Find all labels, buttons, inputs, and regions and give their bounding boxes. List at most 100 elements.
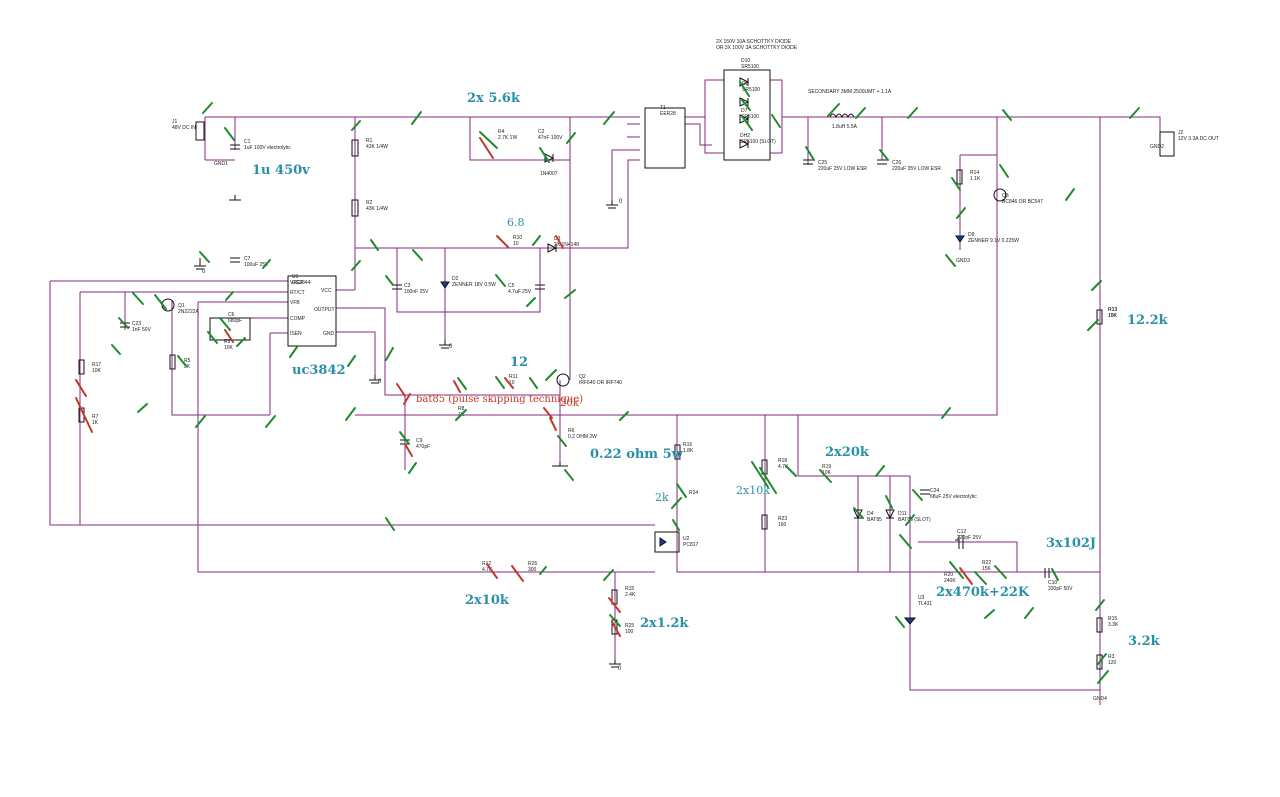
- header-line-1: 2X 150V 10A SCHOTTKY DIODE: [716, 39, 792, 45]
- component-label-line: R7: [92, 414, 99, 420]
- component-label-line: 100nF 25V: [404, 289, 429, 295]
- component-label-line: D2: [452, 276, 459, 282]
- component-label-line: J1: [172, 119, 178, 125]
- component-label-line: 120: [1108, 660, 1117, 666]
- component-label-line: R2: [366, 200, 373, 206]
- component-label-line: R14: [970, 170, 979, 176]
- annotation-2x10k-bottom: 2x10k: [465, 593, 510, 608]
- component-label-line: U1: [292, 274, 299, 280]
- component-label-line: 47nF 100V: [538, 135, 563, 141]
- component-label-line: C7: [244, 256, 251, 262]
- component-label-line: C6: [228, 312, 235, 318]
- component-label-line: R17: [92, 362, 101, 368]
- annotation-2k: 2k: [655, 491, 669, 504]
- ic-pin-label: RT/CT: [290, 290, 305, 296]
- component-label-line: SR5100: [741, 64, 759, 70]
- component-label-line: 2.7K 1W: [498, 135, 517, 141]
- component-label-line: BAT85: [867, 517, 882, 523]
- component-label-line: C1: [244, 139, 251, 145]
- component-label-line: R13: [1108, 307, 1117, 313]
- component-label-line: R11: [509, 374, 518, 380]
- ic-pin-label: COMP: [290, 316, 306, 322]
- component-label-line: R9: [224, 339, 231, 345]
- component-symbols: [78, 69, 1175, 670]
- component-label-line: R25: [625, 623, 634, 629]
- component-label-gnd4: GND4: [1093, 696, 1107, 702]
- component-label-l1: 1.8uH 5.5A: [832, 124, 858, 130]
- annotation-2x470k: 2x470k+22K: [936, 585, 1030, 600]
- component-label-line: Q1: [178, 303, 185, 309]
- component-label-gnd2: GND2: [1150, 144, 1164, 150]
- annotation-uc3842: uc3842: [292, 363, 346, 378]
- component-label-line: 220uF 25V LOW ESR: [818, 166, 867, 172]
- component-label-line: R5: [184, 358, 191, 364]
- component-label-line: 1nF 50V: [132, 327, 152, 333]
- component-label-line: 1K: [92, 420, 99, 426]
- component-label-line: 10: [513, 241, 519, 247]
- component-label-line: 300: [528, 567, 537, 573]
- component-label-line: C2: [538, 129, 545, 135]
- ic-pin-label: VCC: [321, 288, 332, 294]
- component-label-line: R13: [1108, 307, 1117, 313]
- component-label-line: 68uF 25V electrolytic: [930, 494, 977, 500]
- component-label-line: 100: [625, 629, 634, 635]
- ground-label: 0: [618, 666, 622, 672]
- component-label-line: J2: [1178, 130, 1184, 136]
- component-label-line: D11: [898, 511, 907, 517]
- component-label-gnd3: GND3: [956, 258, 970, 264]
- component-label-line: GND3: [956, 258, 970, 264]
- component-label-line: 48V DC IN: [172, 125, 196, 131]
- component-label-line: SR5100: [741, 114, 759, 120]
- component-label-line: EER28: [660, 111, 676, 117]
- component-label-line: C25: [818, 160, 827, 166]
- component-label-line: 1.1K: [970, 176, 981, 182]
- component-label-d1: 1N4007: [540, 171, 558, 177]
- component-label-line: C26: [892, 160, 901, 166]
- component-label-line: C9: [416, 438, 423, 444]
- annotation-12-2k: 12.2k: [1127, 313, 1169, 328]
- component-label-line: 0.2 OHM 2W: [568, 434, 597, 440]
- component-label-line: ZENNER 18V 0.5W: [452, 282, 496, 288]
- component-label-line: 1.8uH 5.5A: [832, 124, 858, 130]
- annotation-2x20k: 2x20k: [825, 445, 870, 460]
- component-label-line: GND4: [1093, 696, 1107, 702]
- annotation-3-2k: 3.2k: [1128, 634, 1161, 649]
- component-label-line: R3: [1108, 654, 1115, 660]
- component-label-line: R6: [568, 428, 575, 434]
- wires: [49, 79, 1161, 705]
- component-label-line: 3K: [184, 364, 191, 370]
- annotation-3x102j: 3x102J: [1046, 536, 1096, 551]
- component-label-line: 1N4007: [540, 171, 558, 177]
- component-label-gnd1: GND1: [214, 161, 228, 167]
- component-label-line: 240K: [944, 578, 956, 584]
- component-label-line: D7: [741, 108, 748, 114]
- ic-pin-labels: VREF RT/CT VFB COMP ISEN VCC OUTPUT GND: [290, 280, 335, 337]
- component-label-line: D10: [741, 58, 750, 64]
- component-label-line: 3.3K: [1108, 622, 1119, 628]
